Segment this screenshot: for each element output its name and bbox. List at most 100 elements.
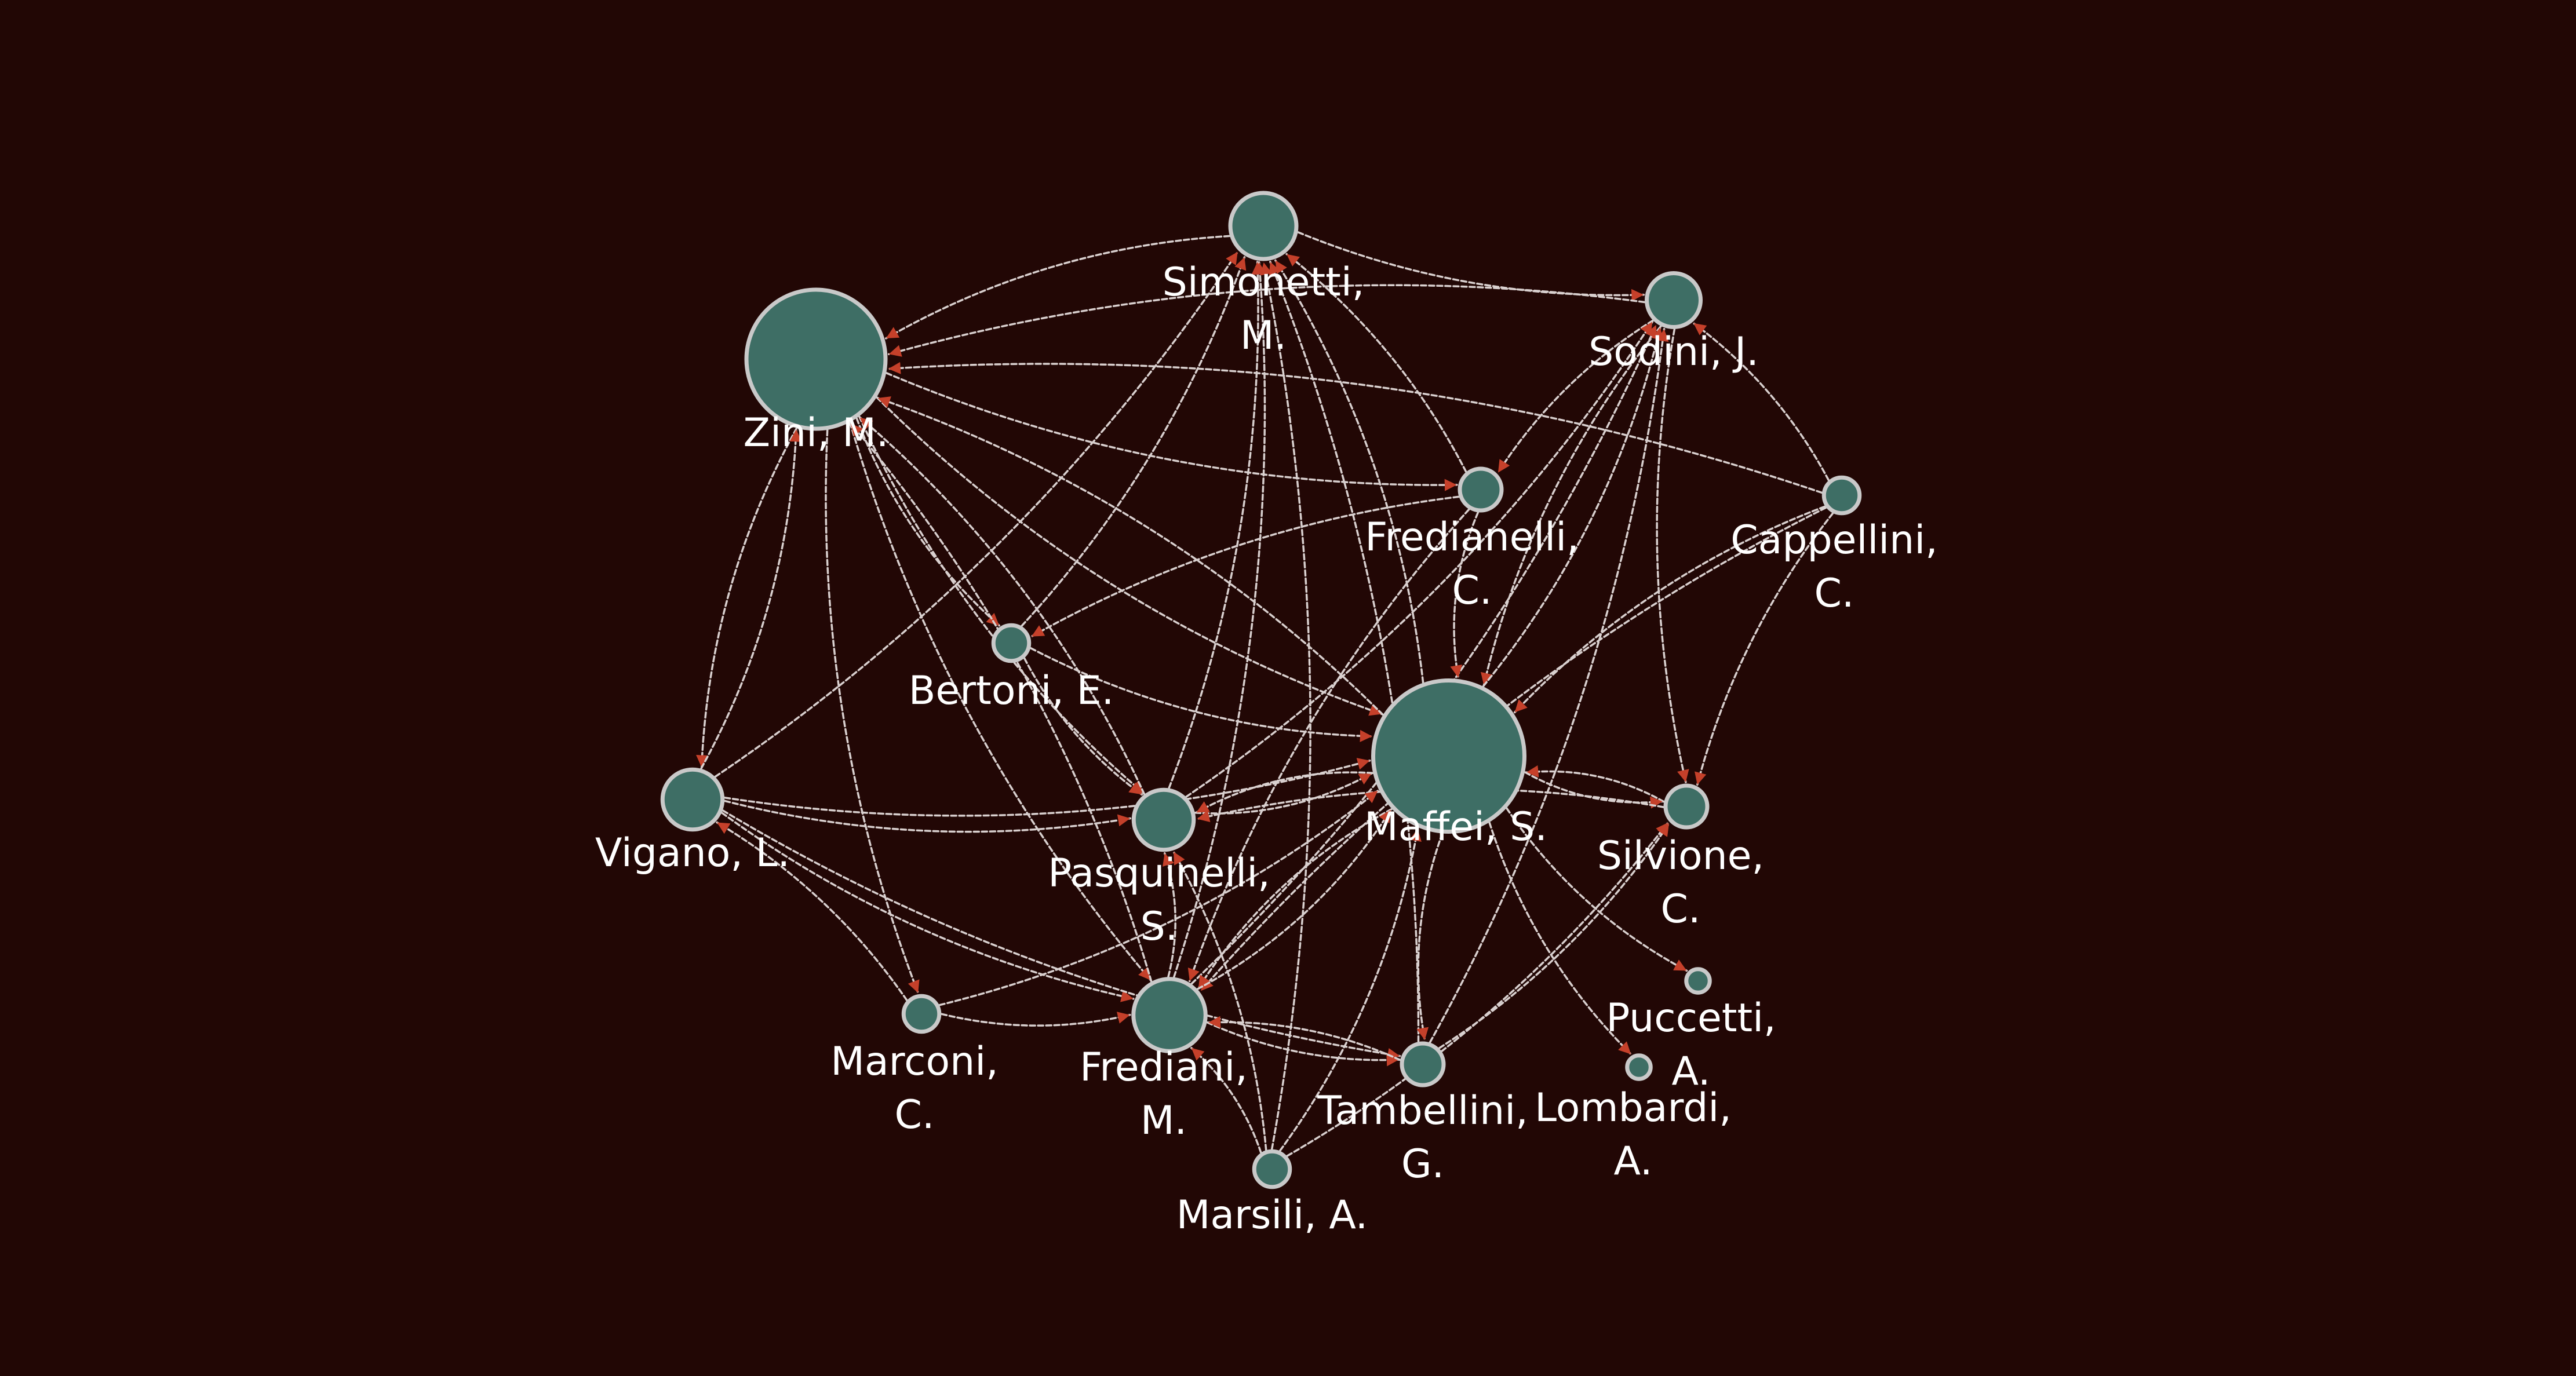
- node-label-lombardi: Lombardi, A.: [1535, 1085, 1732, 1184]
- edge-frediani-to-simonetti: [1173, 261, 1266, 978]
- edge-tambellini-to-simonetti: [1269, 261, 1420, 1043]
- node-label-line: G.: [1401, 1141, 1444, 1187]
- edge-cappellini-to-zini: [887, 362, 1823, 494]
- edge-simonetti-to-sodini: [1297, 231, 1645, 301]
- edge-maffei-to-zini: [876, 396, 1384, 716]
- node-label-line: Simonetti,: [1163, 260, 1365, 305]
- edge-marconi-to-maffei: [938, 790, 1379, 1006]
- edge-zini-to-pasquinelli: [858, 415, 1145, 794]
- node-label-line: Bertoni, E.: [909, 668, 1114, 714]
- edge-cappellini-to-silvione: [1695, 512, 1834, 786]
- edge-fredianelli-to-maffei: [1450, 511, 1480, 679]
- edge-sodini-to-silvione: [1656, 328, 1689, 783]
- edge-maffei-to-pasquinelli: [1195, 771, 1374, 814]
- edge-cappellini-to-sodini: [1692, 322, 1830, 481]
- edge-zini-to-frediani: [849, 421, 1152, 981]
- node-zini[interactable]: [744, 287, 888, 431]
- edge-simonetti-to-zini: [885, 235, 1231, 340]
- node-label-line: Maffei, S.: [1364, 804, 1547, 850]
- node-fredianelli[interactable]: [1458, 466, 1504, 513]
- node-pasquinelli[interactable]: [1131, 787, 1196, 852]
- node-label-line: A.: [1614, 1138, 1653, 1184]
- edge-zini-to-bertoni: [855, 417, 1000, 627]
- edge-maffei-to-simonetti: [1274, 259, 1424, 684]
- node-label-silvione: Silvione, C.: [1597, 833, 1764, 932]
- node-label-line: Pasquinelli,: [1048, 851, 1270, 896]
- node-label-frediani: Frediani,M.: [1080, 1045, 1248, 1144]
- edge-marconi-to-frediani: [940, 1012, 1131, 1027]
- edge-marconi-to-vigano: [716, 821, 908, 1001]
- node-frediani[interactable]: [1131, 977, 1208, 1053]
- node-label-line: Vigano, L.: [595, 830, 790, 876]
- node-vigano[interactable]: [660, 767, 725, 832]
- node-label-bertoni: Bertoni, E.: [909, 668, 1114, 714]
- edge-sodini-to-zini: [887, 284, 1646, 357]
- node-label-tambellini: Tambellini, G.: [1317, 1088, 1528, 1187]
- node-maffei[interactable]: [1371, 678, 1526, 834]
- edge-bertoni-to-simonetti: [1021, 256, 1247, 627]
- node-label-line: M.: [1240, 313, 1287, 359]
- edge-vigano-to-tambellini: [722, 809, 1401, 1060]
- node-marconi[interactable]: [901, 994, 942, 1034]
- node-label-line: Zini, M.: [744, 410, 889, 456]
- edge-sodini-to-fredianelli: [1497, 319, 1654, 474]
- node-label-puccetti: Puccetti, A.: [1606, 995, 1776, 1094]
- node-label-line: Tambellini,: [1317, 1088, 1528, 1134]
- edge-tambellini-to-silvione: [1438, 822, 1670, 1049]
- edge-maffei-to-frediani: [1197, 808, 1393, 990]
- edge-maffei-to-sodini: [1482, 326, 1664, 688]
- node-marsili[interactable]: [1252, 1149, 1292, 1189]
- node-bertoni[interactable]: [991, 623, 1032, 663]
- edge-pasquinelli-to-zini: [859, 416, 1146, 795]
- edge-maffei-to-lombardi: [1488, 822, 1633, 1056]
- node-label-simonetti: Simonetti, M.: [1163, 260, 1365, 359]
- edge-marsili-to-simonetti: [1260, 261, 1311, 1151]
- node-tambellini[interactable]: [1400, 1041, 1446, 1087]
- edge-bertoni-to-maffei: [1029, 647, 1373, 742]
- edge-vigano-to-simonetti: [714, 250, 1239, 778]
- node-label-sodini: Sodini, J.: [1588, 329, 1759, 375]
- node-simonetti[interactable]: [1228, 191, 1299, 261]
- edge-marsili-to-silvione: [1286, 821, 1670, 1157]
- node-silvione[interactable]: [1663, 783, 1710, 830]
- edge-frediani-to-tambellini: [1206, 1021, 1400, 1067]
- node-label-line: C.: [1814, 571, 1854, 616]
- edge-frediani-to-zini: [850, 422, 1153, 983]
- edge-fredianelli-to-simonetti: [1285, 253, 1467, 473]
- edges-layer: [696, 231, 1834, 1157]
- node-label-line: A.: [1672, 1049, 1711, 1094]
- edge-silvione-to-maffei: [1525, 765, 1665, 803]
- edge-cappellini-to-maffei: [1513, 505, 1826, 714]
- labels-layer: Zini, M. Simonetti, M. Sodini, J. Fredianell…: [595, 260, 1938, 1238]
- edge-marsili-to-frediani: [1190, 1047, 1262, 1154]
- node-label-line: Marconi,: [830, 1039, 998, 1085]
- edge-vigano-to-zini: [700, 428, 802, 770]
- node-label-fredianelli: Fredianelli, C.: [1365, 514, 1579, 614]
- node-label-line: Silvione,: [1597, 833, 1764, 879]
- edge-bertoni-to-pasquinelli: [1023, 657, 1143, 796]
- edge-vigano-to-maffei: [723, 758, 1371, 817]
- edge-sodini-to-maffei: [1481, 325, 1662, 687]
- node-cappellini[interactable]: [1821, 475, 1862, 516]
- edge-marsili-to-maffei: [1278, 827, 1422, 1152]
- edge-maffei-to-tambellini: [1416, 833, 1444, 1041]
- edge-zini-to-fredianelli: [885, 372, 1458, 491]
- node-puccetti[interactable]: [1684, 967, 1712, 995]
- node-label-line: C.: [1660, 886, 1700, 932]
- node-label-maffei: Maffei, S.: [1364, 804, 1547, 850]
- node-lombardi[interactable]: [1625, 1053, 1653, 1081]
- edge-zini-to-maffei: [876, 396, 1383, 716]
- node-label-line: Puccetti,: [1606, 995, 1776, 1041]
- node-label-line: C.: [1452, 568, 1492, 614]
- node-label-marconi: Marconi, C.: [830, 1039, 998, 1138]
- node-label-zini: Zini, M.: [744, 410, 889, 456]
- node-label-line: Fredianelli,: [1365, 514, 1579, 560]
- node-label-line: Lombardi,: [1535, 1085, 1732, 1131]
- edge-maffei-to-puccetti: [1506, 807, 1688, 972]
- node-label-line: C.: [894, 1092, 934, 1138]
- node-sodini[interactable]: [1645, 271, 1703, 329]
- node-label-line: Sodini, J.: [1588, 329, 1759, 375]
- edge-zini-to-vigano: [696, 427, 798, 769]
- node-label-pasquinelli: Pasquinelli,S.: [1048, 851, 1270, 950]
